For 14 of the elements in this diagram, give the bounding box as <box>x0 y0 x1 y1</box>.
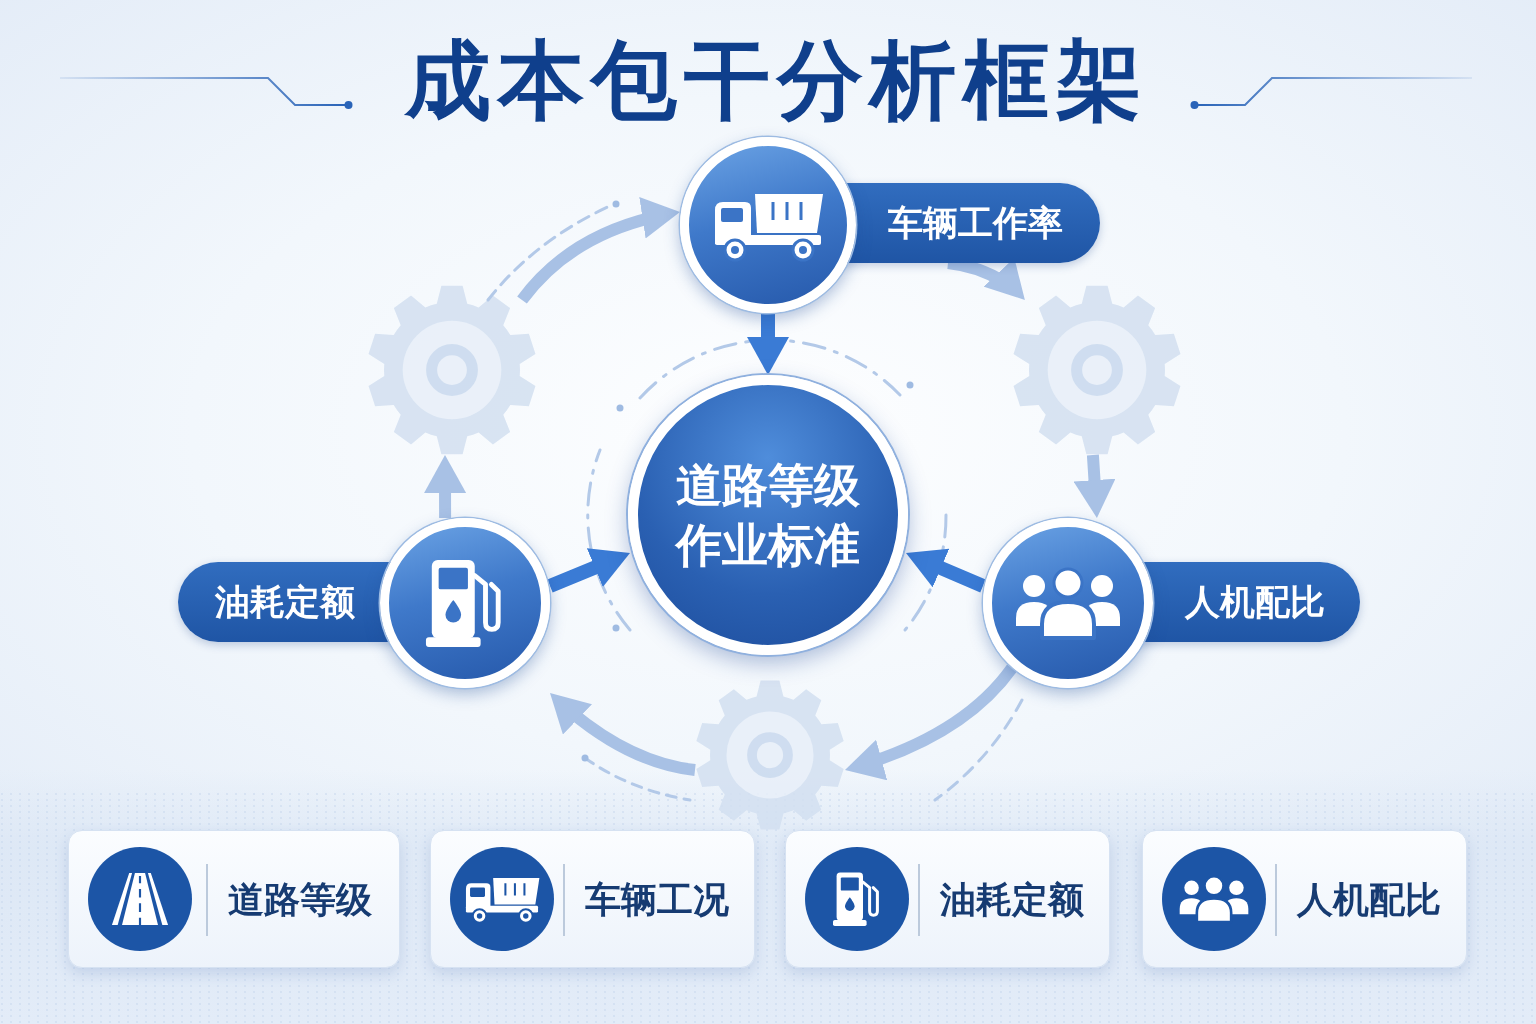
info-card <box>1142 830 1467 968</box>
card-label: 油耗定额 <box>940 878 1084 922</box>
gear-icon <box>1012 285 1182 455</box>
node-label: 人机配比 <box>1185 581 1325 623</box>
arrow <box>424 455 467 518</box>
node-label: 油耗定额 <box>215 581 355 623</box>
info-card <box>68 830 400 968</box>
card-label: 车辆工况 <box>585 878 729 922</box>
arrow <box>1073 454 1116 519</box>
card-label: 人机配比 <box>1297 878 1441 922</box>
title: 成本包干分析框架 <box>403 30 1150 130</box>
info-card <box>785 830 1110 968</box>
info-card <box>430 830 755 968</box>
card-label: 道路等级 <box>228 878 372 922</box>
